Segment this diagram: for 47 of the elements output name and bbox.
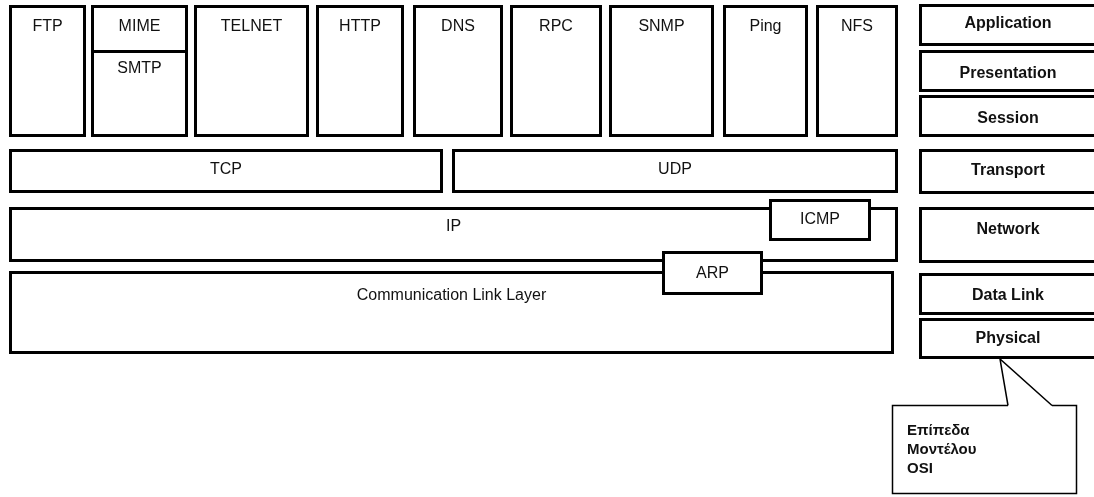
protocol-name: SMTP: [117, 59, 162, 77]
osi-layer-box: [919, 4, 1094, 46]
osi-layer-box: [919, 50, 1094, 92]
osi-layer-box: [919, 207, 1094, 263]
protocol-box: [452, 149, 898, 193]
protocol-name: TELNET: [220, 17, 283, 35]
protocol-name: TCP: [210, 160, 242, 178]
layer-name: Data Link: [972, 286, 1044, 304]
protocol-box: [609, 5, 714, 137]
protocol-name: ICMP: [800, 210, 840, 228]
layer-name: Presentation: [959, 64, 1057, 82]
layer-name: Session: [977, 109, 1039, 127]
protocol-name: UDP: [658, 160, 692, 178]
layer-name: Transport: [971, 161, 1045, 179]
protocol-name: SNMP: [638, 17, 685, 35]
osi-layer-box: [919, 149, 1094, 194]
protocol-box: [9, 149, 443, 193]
osi-layer-box: [919, 318, 1094, 359]
protocol-box: [510, 5, 602, 137]
protocol-name: HTTP: [339, 17, 381, 35]
protocol-name: DNS: [441, 17, 475, 35]
protocol-box: [91, 50, 188, 137]
osi-layer-box: [919, 95, 1094, 137]
protocol-name: RPC: [539, 17, 573, 35]
protocol-box: [723, 5, 808, 137]
callout-box: [891, 404, 1078, 495]
protocol-name: FTP: [32, 17, 63, 35]
protocol-box: [662, 251, 763, 295]
protocol-box: [816, 5, 898, 137]
osi-layer-box: [919, 273, 1094, 315]
protocol-box: [769, 199, 871, 241]
layer-name: Physical: [975, 329, 1041, 347]
protocol-box: [413, 5, 503, 137]
callout-text: Επίπεδα Μοντέλου OSI: [907, 420, 978, 477]
layer-name: Network: [976, 220, 1040, 238]
protocol-name: NFS: [841, 17, 873, 35]
protocol-box: [194, 5, 309, 137]
protocol-box: [316, 5, 404, 137]
protocol-name: Ping: [749, 17, 782, 35]
protocol-box: [9, 207, 898, 262]
protocol-name: IP: [445, 217, 462, 235]
protocol-name: Communication Link Layer: [356, 286, 547, 304]
layer-name: Application: [964, 14, 1052, 32]
protocol-box: [9, 5, 86, 137]
protocol-name: MIME: [118, 17, 161, 35]
protocol-name: ARP: [696, 264, 729, 282]
protocol-box: [91, 5, 188, 53]
